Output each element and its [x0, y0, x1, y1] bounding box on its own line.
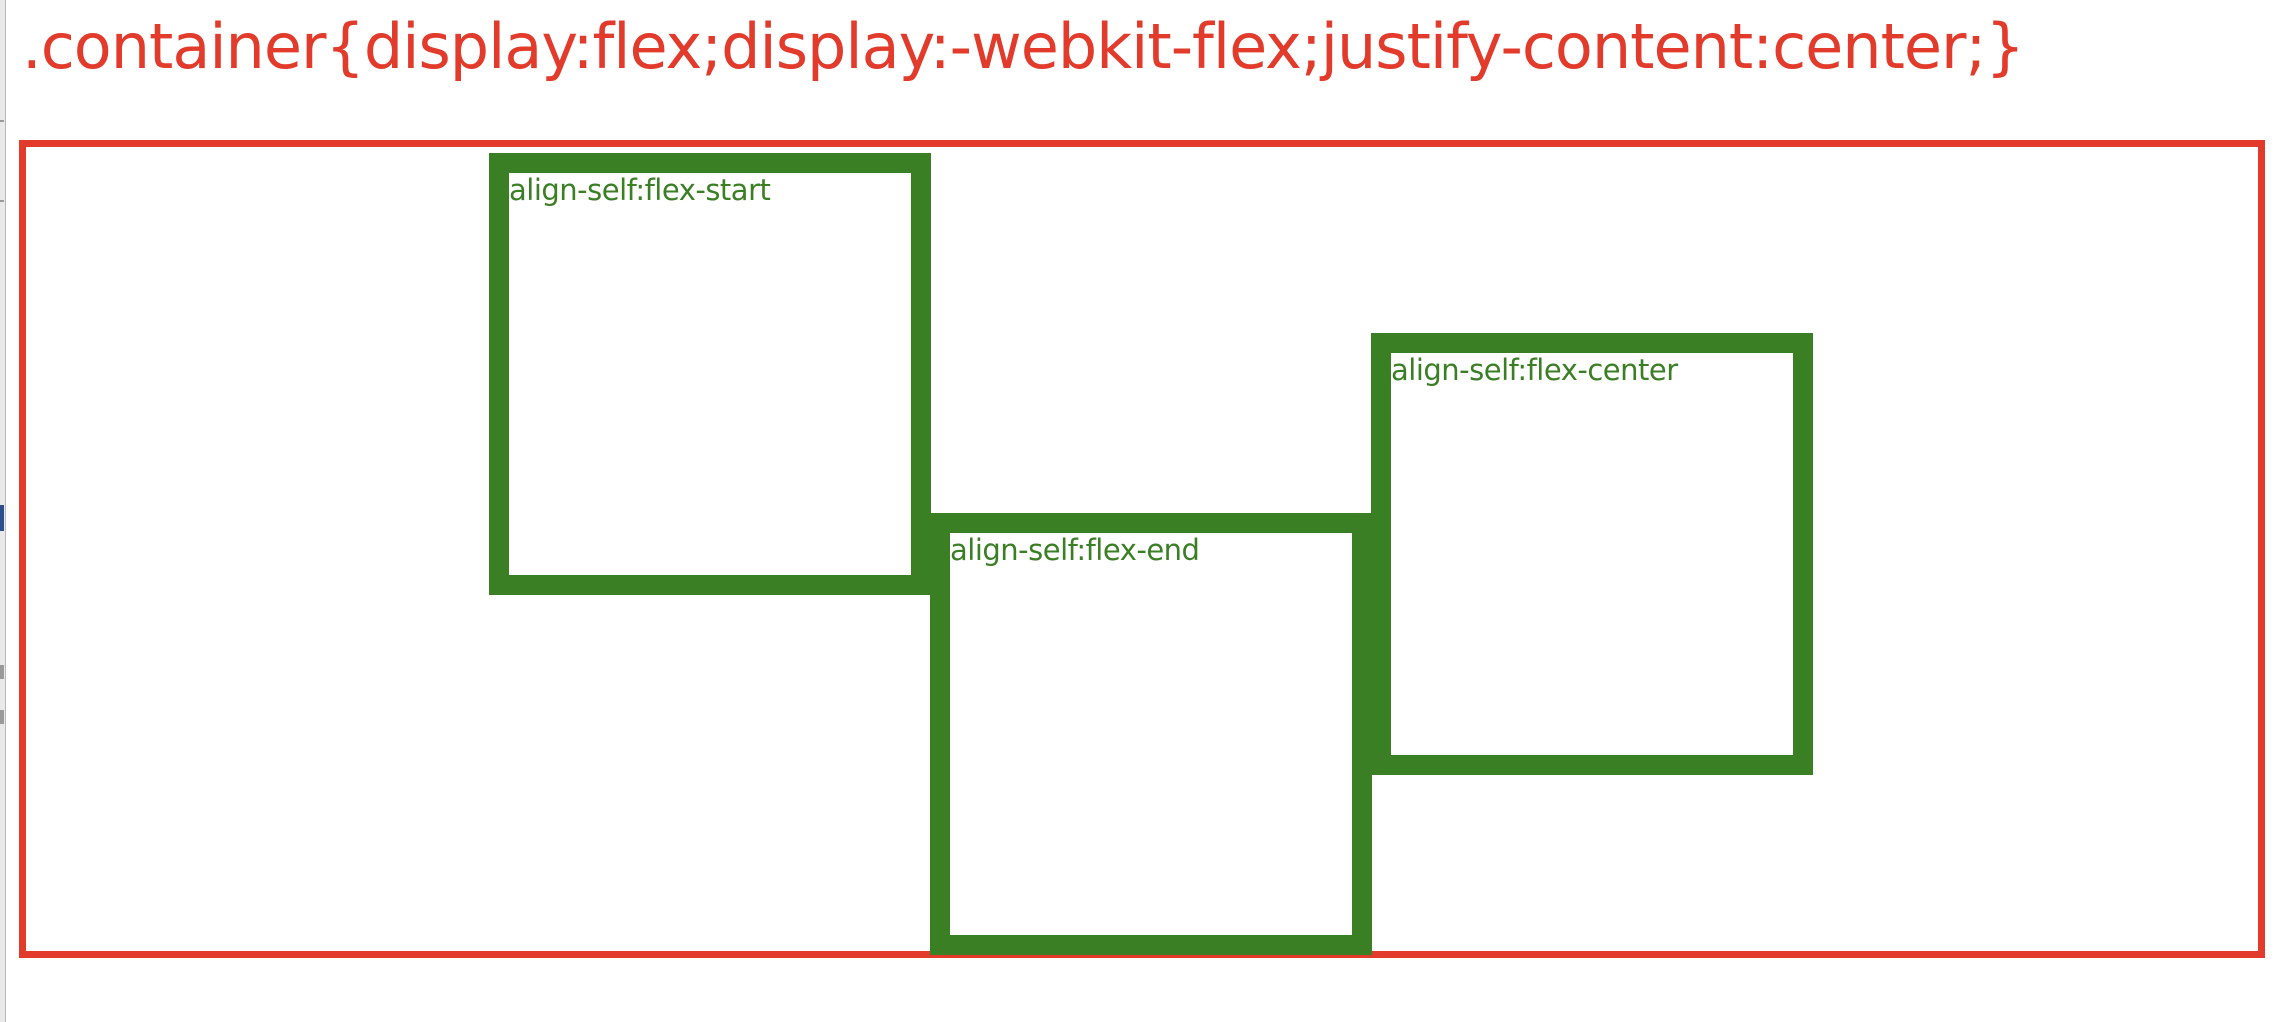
flex-item-center: align-self:flex-center: [1371, 333, 1813, 775]
flex-container: align-self:flex-start align-self:flex-en…: [19, 140, 2265, 958]
window-left-edge: [0, 0, 6, 1022]
edge-marker: [0, 505, 4, 531]
flex-item-label: align-self:flex-end: [950, 533, 1200, 567]
edge-tick: [0, 120, 4, 122]
flex-item-label: align-self:flex-center: [1391, 353, 1678, 387]
flex-item-label: align-self:flex-start: [509, 173, 771, 207]
edge-tick: [0, 710, 4, 724]
flex-item-end: align-self:flex-end: [930, 513, 1372, 955]
flex-item-start: align-self:flex-start: [489, 153, 931, 595]
edge-tick: [0, 200, 4, 202]
edge-tick: [0, 665, 4, 679]
page-title: .container{display:flex;display:-webkit-…: [22, 10, 2025, 83]
